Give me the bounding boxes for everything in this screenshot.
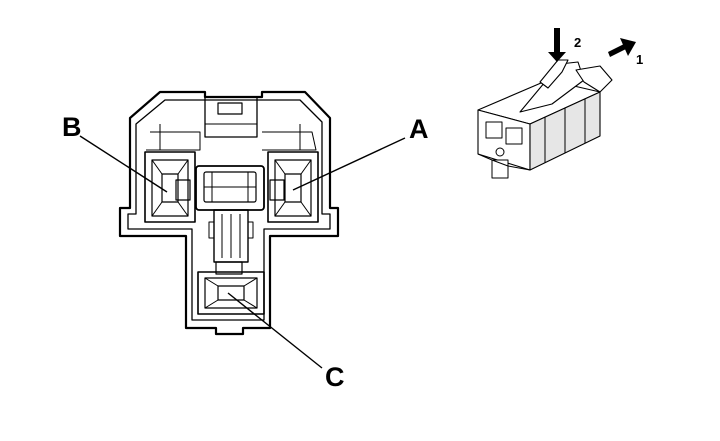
upper-rib-right (262, 131, 317, 151)
top-latch (204, 96, 258, 138)
cavity-b (144, 151, 196, 223)
front-pin (495, 147, 505, 157)
connector-inner-outline (127, 99, 331, 321)
cavity-c (197, 261, 265, 315)
leader-line-c (227, 292, 323, 369)
arrow-step-2 (548, 28, 566, 62)
step-1-label: 1 (636, 52, 643, 67)
top-latch-tab (217, 102, 243, 115)
front-cavity-lower (505, 127, 523, 145)
upper-rib-left (146, 131, 201, 151)
leader-line-a (292, 137, 406, 191)
latch-ridge (539, 59, 569, 89)
callout-b: B (62, 112, 82, 142)
step-2-label: 2 (574, 35, 581, 50)
center-lock (175, 165, 285, 211)
callout-a: A (409, 114, 429, 144)
front-cavity-upper (485, 121, 503, 139)
connector-isometric-view (477, 59, 613, 179)
leader-line-b (79, 135, 168, 193)
center-stem (208, 209, 254, 263)
latch-rear (575, 65, 613, 93)
connector-front-view (118, 90, 340, 336)
callout-c: C (325, 362, 345, 392)
cavity-a (267, 151, 319, 223)
arrow-step-1 (608, 38, 636, 57)
connector-outer-outline (118, 90, 340, 336)
